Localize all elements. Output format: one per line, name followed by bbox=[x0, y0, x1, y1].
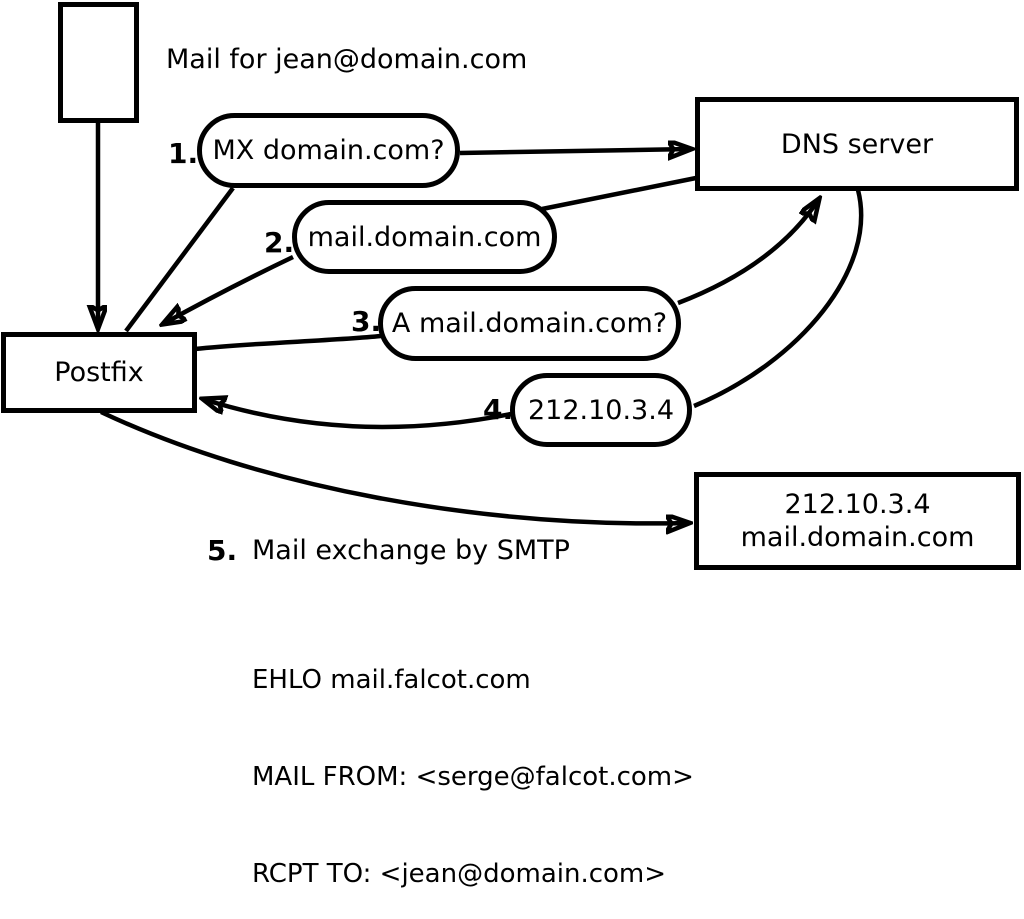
step-number-3: 3. bbox=[351, 305, 382, 338]
arrow-pill4-to-postfix bbox=[203, 399, 512, 430]
arrow-pill3-to-dns bbox=[677, 199, 819, 306]
postfix-label: Postfix bbox=[54, 357, 144, 388]
arrow-query-mx-to-dns bbox=[459, 149, 691, 153]
pill-mx-answer: mail.domain.com bbox=[292, 200, 557, 274]
step-number-4: 4. bbox=[483, 393, 514, 426]
step-number-2: 2. bbox=[264, 226, 295, 259]
pill-a-answer-label: 212.10.3.4 bbox=[528, 394, 674, 426]
mail-server-ip: 212.10.3.4 bbox=[784, 489, 931, 520]
mail-note: Mail for jean@domain.com bbox=[166, 44, 528, 75]
pill-a-query-label: A mail.domain.com? bbox=[391, 308, 668, 339]
smtp-line-rcpt-to: RCPT TO: <jean@domain.com> bbox=[252, 859, 667, 890]
pill-a-answer: 212.10.3.4 bbox=[510, 373, 692, 447]
smtp-session-transcript: EHLO mail.falcot.com MAIL FROM: <serge@f… bbox=[252, 599, 694, 919]
step-5-label: Mail exchange by SMTP bbox=[252, 535, 570, 566]
line-postfix-to-pill3 bbox=[194, 333, 382, 352]
line-dns-to-pill4 bbox=[693, 189, 864, 409]
line-dns-to-pill2 bbox=[541, 175, 697, 212]
pill-a-query: A mail.domain.com? bbox=[378, 286, 681, 361]
pill-mx-answer-label: mail.domain.com bbox=[307, 221, 542, 253]
pill-mx-query-label: MX domain.com? bbox=[212, 135, 445, 166]
mail-server-node: 212.10.3.4 mail.domain.com bbox=[694, 472, 1021, 570]
pill-mx-query: MX domain.com? bbox=[197, 113, 460, 188]
mail-message-node bbox=[58, 2, 139, 123]
dns-server-node: DNS server bbox=[695, 97, 1019, 191]
mail-server-hostname: mail.domain.com bbox=[740, 522, 975, 553]
smtp-line-mail-from: MAIL FROM: <serge@falcot.com> bbox=[252, 762, 694, 793]
line-pill1-to-postfix bbox=[124, 186, 235, 333]
step-number-5: 5. bbox=[207, 534, 238, 567]
smtp-line-ehlo: EHLO mail.falcot.com bbox=[252, 664, 531, 695]
dns-server-label: DNS server bbox=[780, 128, 934, 160]
postfix-node: Postfix bbox=[1, 332, 197, 413]
arrow-pill2-to-postfix bbox=[163, 254, 294, 324]
step-number-1: 1. bbox=[168, 137, 199, 170]
arrow-postfix-to-mailserver bbox=[100, 409, 689, 523]
